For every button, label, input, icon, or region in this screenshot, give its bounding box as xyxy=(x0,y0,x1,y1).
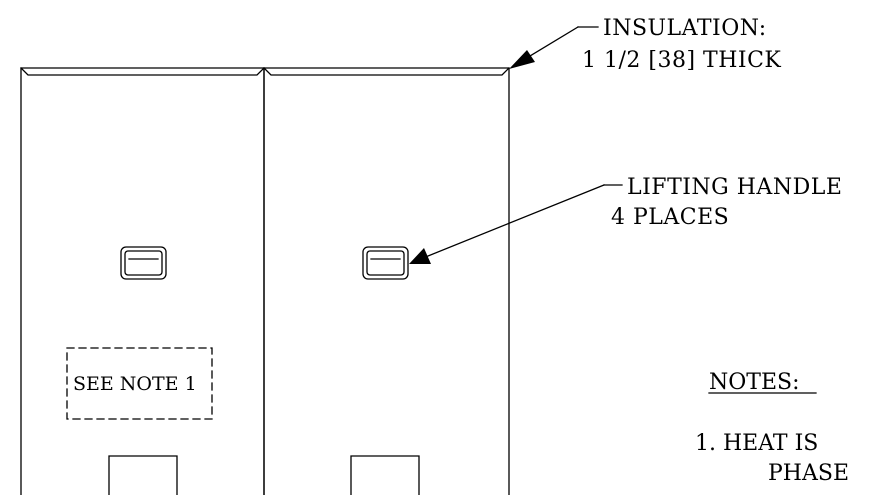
lifting-handle-left xyxy=(120,246,167,280)
lifting-handle-right xyxy=(362,246,409,280)
handle-arrowhead xyxy=(409,248,431,264)
handle-callout-line2: 4 PLACES xyxy=(611,205,729,230)
cutout-left xyxy=(108,455,178,495)
handle-leader xyxy=(427,184,623,257)
cutout-right xyxy=(350,455,420,495)
insulation-leader xyxy=(529,26,599,57)
note-item-1-line2: PHASE xyxy=(768,461,849,486)
insulation-callout-line1: INSULATION: xyxy=(603,16,767,41)
right-panel xyxy=(263,67,510,495)
note-box-outline xyxy=(66,347,213,420)
note-box-label: SEE NOTE 1 xyxy=(73,373,197,395)
left-panel xyxy=(20,67,265,495)
handle-callout-line1: LIFTING HANDLE xyxy=(627,175,842,200)
insulation-callout-line2: 1 1/2 [38] THICK xyxy=(582,48,781,73)
notes-heading: NOTES: xyxy=(709,370,800,395)
note-item-1-line1: 1. HEAT IS xyxy=(695,431,818,456)
insulation-arrowhead xyxy=(509,50,535,69)
